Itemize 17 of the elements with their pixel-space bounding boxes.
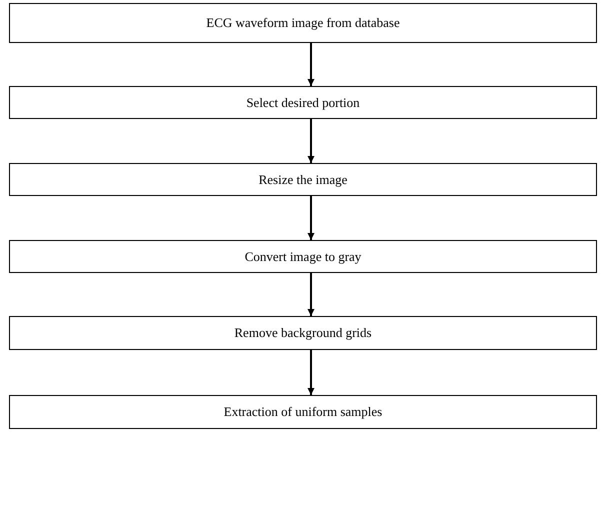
process-box bbox=[9, 3, 597, 43]
process-box bbox=[9, 316, 597, 350]
step-text: Remove background grids bbox=[234, 325, 372, 341]
process-box bbox=[9, 86, 597, 119]
arrow bbox=[308, 43, 314, 86]
step-text: Resize the image bbox=[258, 172, 348, 188]
step-text: Convert image to gray bbox=[244, 248, 362, 264]
arrow bbox=[308, 273, 314, 316]
arrow bbox=[308, 196, 314, 240]
process-box bbox=[9, 240, 597, 273]
arrow bbox=[308, 119, 314, 163]
step-text: ECG waveform image from database bbox=[206, 15, 400, 31]
step-text: Select desired portion bbox=[246, 94, 360, 110]
process-box bbox=[9, 395, 597, 429]
arrow bbox=[308, 350, 314, 395]
process-box bbox=[9, 163, 597, 196]
step-text: Extraction of uniform samples bbox=[224, 404, 382, 420]
